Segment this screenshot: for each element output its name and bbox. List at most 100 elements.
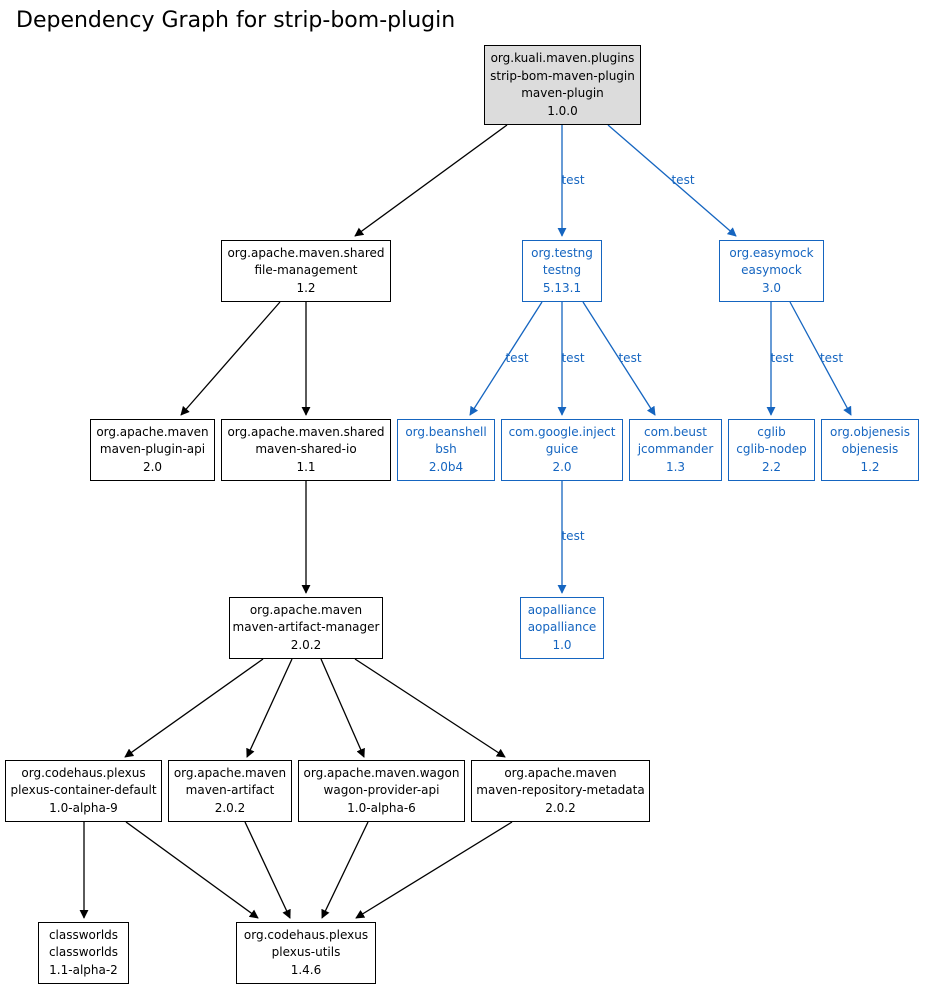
node-bsh-line-1: bsh [435, 442, 457, 457]
node-maven-artifact-line-2: 2.0.2 [214, 800, 246, 815]
node-file-management-line-2: 1.2 [296, 280, 316, 295]
edge-easymock-to-objenesis [789, 301, 852, 416]
edge-root-to-easymock [607, 124, 737, 237]
node-repository-metadata-line-1: maven-repository-metadata [476, 783, 645, 798]
node-root-line-0: org.kuali.maven.plugins [490, 51, 635, 65]
node-maven-plugin-api-line-1: maven-plugin-api [99, 442, 206, 457]
node-artifact-manager: org.apache.maven maven-artifact-manager 2.… [229, 597, 383, 659]
node-testng-line-1: testng [542, 263, 582, 278]
edge-wagon-provider-api-to-plexus-utils [321, 821, 369, 919]
node-wagon-provider-api-line-2: 1.0-alpha-6 [347, 800, 416, 815]
node-maven-plugin-api-line-0: org.apache.maven [96, 424, 209, 439]
edge-label-root-to-easymock: test [671, 172, 695, 187]
node-wagon-provider-api: org.apache.maven.wagon wagon-provider-api… [298, 760, 465, 822]
edge-file-management-to-maven-plugin-api [180, 301, 281, 416]
node-easymock-line-0: org.easymock [729, 245, 814, 260]
node-maven-shared-io-line-0: org.apache.maven.shared [227, 424, 385, 439]
node-guice: com.google.inject guice 2.0 [501, 419, 623, 481]
node-repository-metadata-line-0: org.apache.maven [504, 765, 617, 780]
edge-label-root-to-testng: test [561, 172, 585, 187]
node-artifact-manager-line-0: org.apache.maven [249, 602, 363, 617]
node-repository-metadata-line-2: 2.0.2 [545, 800, 576, 815]
node-guice-line-2: 2.0 [552, 459, 572, 474]
node-aopalliance-line-0: aopalliance [527, 602, 597, 617]
node-easymock: org.easymock easymock 3.0 [719, 240, 824, 302]
node-file-management: org.apache.maven.shared file-management 1.… [221, 240, 391, 302]
node-objenesis: org.objenesis objenesis 1.2 [821, 419, 919, 481]
node-container-default-line-0: org.codehaus.plexus [21, 765, 146, 780]
node-objenesis-line-0: org.objenesis [830, 424, 910, 439]
node-jcommander-line-1: jcommander [637, 442, 714, 457]
node-plexus-utils-line-1: plexus-utils [271, 945, 341, 960]
edge-maven-artifact-to-plexus-utils [244, 821, 291, 919]
node-testng: org.testng testng 5.13.1 [522, 240, 602, 302]
node-root-line-1: strip-bom-maven-plugin [490, 68, 635, 83]
node-plexus-utils: org.codehaus.plexus plexus-utils 1.4.6 [236, 922, 376, 984]
edge-artifact-manager-to-maven-artifact [246, 658, 293, 758]
edge-artifact-manager-to-wagon-provider-api [320, 658, 365, 758]
node-maven-plugin-api-line-2: 2.0 [142, 459, 163, 474]
node-aopalliance: aopalliance aopalliance 1.0 [520, 597, 604, 659]
node-root-line-3: 1.0.0 [547, 103, 578, 118]
edge-container-default-to-plexus-utils [125, 821, 259, 919]
edge-label-easymock-to-objenesis: test [819, 350, 844, 365]
node-maven-plugin-api: org.apache.maven maven-plugin-api 2.0 [90, 419, 215, 481]
node-guice-line-1: guice [545, 442, 579, 457]
node-maven-shared-io: org.apache.maven.shared maven-shared-io 1.… [221, 419, 391, 481]
node-container-default-line-2: 1.0-alpha-9 [49, 800, 118, 815]
graph-title: Dependency Graph for strip-bom-plugin [16, 8, 456, 33]
node-jcommander-line-2: 1.3 [665, 459, 686, 474]
edge-label-testng-to-bsh: test [505, 350, 529, 365]
node-classworlds-line-0: classworlds [48, 927, 119, 942]
node-bsh: org.beanshell bsh 2.0b4 [397, 419, 495, 481]
node-jcommander: com.beust jcommander 1.3 [629, 419, 722, 481]
node-testng-line-0: org.testng [531, 245, 593, 260]
node-maven-shared-io-line-2: 1.1 [296, 459, 316, 474]
node-maven-artifact-line-1: maven-artifact [185, 783, 275, 798]
edge-repository-metadata-to-plexus-utils [355, 821, 513, 919]
node-bsh-line-2: 2.0b4 [428, 459, 464, 474]
edge-label-testng-to-jcommander: test [618, 350, 642, 365]
node-plexus-utils-line-2: 1.4.6 [290, 962, 322, 977]
node-maven-artifact: org.apache.maven maven-artifact 2.0.2 [168, 760, 292, 822]
node-cglib-line-2: 2.2 [761, 459, 782, 474]
node-classworlds: classworlds classworlds 1.1-alpha-2 [38, 922, 129, 984]
node-objenesis-line-2: 1.2 [860, 459, 880, 474]
node-classworlds-line-1: classworlds [48, 945, 119, 960]
edge-label-guice-to-aopalliance: test [561, 529, 585, 543]
node-guice-line-0: com.google.inject [508, 424, 616, 439]
node-artifact-manager-line-1: maven-artifact-manager [232, 620, 380, 635]
node-root-line-2: maven-plugin [521, 86, 604, 100]
node-wagon-provider-api-line-0: org.apache.maven.wagon [303, 765, 460, 780]
node-maven-artifact-line-0: org.apache.maven [173, 765, 287, 780]
node-cglib-line-1: cglib-nodep [736, 442, 807, 457]
node-root: org.kuali.maven.plugins strip-bom-maven-p… [484, 45, 641, 125]
node-jcommander-line-0: com.beust [643, 424, 707, 439]
node-classworlds-line-2: 1.1-alpha-2 [49, 962, 118, 977]
node-file-management-line-1: file-management [254, 263, 358, 278]
node-repository-metadata: org.apache.maven maven-repository-metadat… [471, 760, 650, 822]
edge-label-testng-to-guice: test [561, 350, 585, 365]
node-testng-line-2: 5.13.1 [542, 280, 582, 295]
node-objenesis-line-1: objenesis [841, 442, 899, 457]
node-easymock-line-1: easymock [741, 263, 802, 278]
node-aopalliance-line-2: 1.0 [552, 637, 572, 652]
edge-artifact-manager-to-container-default [124, 658, 264, 758]
edge-root-to-file-management [354, 124, 508, 237]
node-cglib: cglib cglib-nodep 2.2 [728, 419, 815, 481]
edge-artifact-manager-to-repository-metadata [354, 658, 506, 758]
node-bsh-line-0: org.beanshell [405, 424, 487, 439]
node-maven-shared-io-line-1: maven-shared-io [255, 442, 357, 457]
node-easymock-line-2: 3.0 [761, 280, 782, 295]
edge-testng-to-bsh [469, 301, 543, 416]
node-file-management-line-0: org.apache.maven.shared [227, 245, 385, 260]
node-aopalliance-line-1: aopalliance [527, 620, 597, 635]
node-wagon-provider-api-line-1: wagon-provider-api [323, 783, 440, 798]
node-plexus-utils-line-0: org.codehaus.plexus [243, 927, 369, 942]
node-artifact-manager-line-2: 2.0.2 [290, 637, 322, 652]
node-cglib-line-0: cglib [757, 424, 786, 439]
node-container-default: org.codehaus.plexus plexus-container-defa… [5, 760, 162, 822]
edge-label-easymock-to-cglib: test [770, 350, 794, 365]
node-container-default-line-1: plexus-container-default [10, 783, 157, 798]
